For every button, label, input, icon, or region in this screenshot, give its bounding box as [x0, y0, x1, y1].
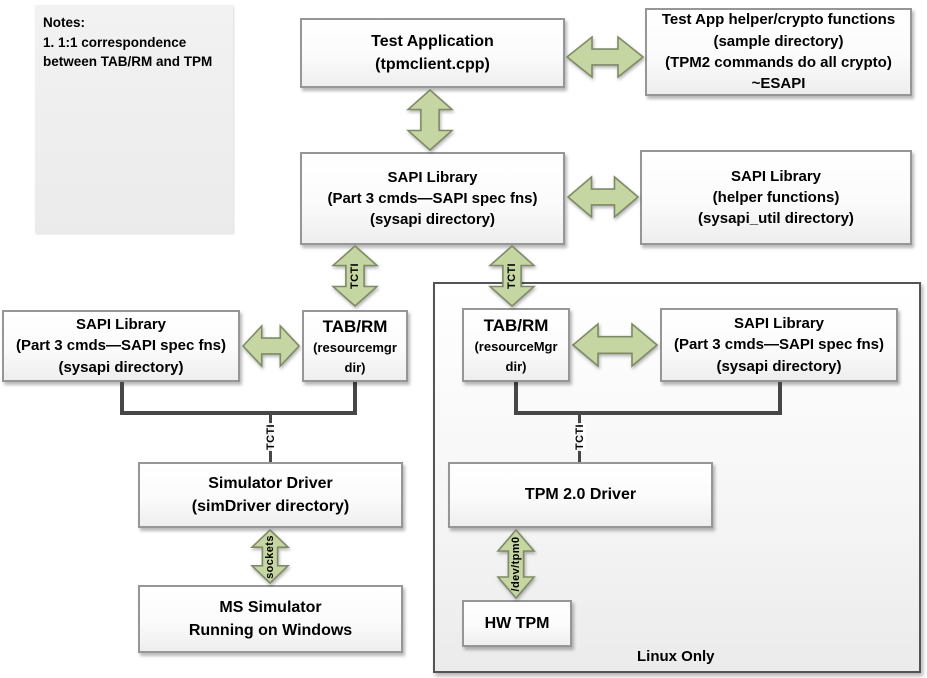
box-line: (resourcemgr [313, 340, 397, 356]
box-line: Simulator Driver [208, 474, 333, 492]
notes-line-2: between TAB/RM and TPM [43, 54, 213, 70]
tcti-label-linux: TCTI [574, 422, 586, 452]
box-line: TPM 2.0 Driver [524, 486, 637, 504]
double-arrow-tcti-simulator-icon: TCTI [331, 245, 379, 307]
box-sapi-library-simulator: SAPI Library (Part 3 cmds—SAPI spec fns)… [2, 310, 240, 382]
box-tpm2-driver: TPM 2.0 Driver [448, 462, 713, 528]
box-line: Running on Windows [188, 622, 353, 639]
box-line: (sysapi_util directory) [698, 210, 854, 228]
box-line: (sysapi directory) [369, 211, 496, 229]
tcti-arrow-label: TCTI [506, 262, 518, 290]
double-arrow-sockets-icon: sockets [250, 529, 290, 584]
sockets-arrow-label: sockets [264, 534, 276, 579]
box-sapi-library-linux: SAPI Library (Part 3 cmds—SAPI spec fns)… [660, 308, 898, 382]
box-line: SAPI Library [730, 167, 822, 185]
double-arrow-sapi-tabrm-simulator-icon [242, 324, 300, 368]
box-line: (TPM2 commands do all crypto) [665, 54, 892, 71]
linux-only-label: Linux Only [637, 648, 715, 665]
box-line: (helper functions) [712, 188, 840, 206]
box-line: (sysapi directory) [716, 357, 842, 375]
box-line: (simDriver directory) [191, 498, 350, 515]
box-line: dir) [505, 358, 527, 374]
box-line: (sysapi directory) [58, 358, 184, 376]
box-line: dir) [344, 359, 366, 375]
notes-heading: Notes: [43, 15, 86, 30]
box-test-app-helper: Test App helper/crypto functions (sample… [645, 8, 912, 96]
box-line: SAPI Library [387, 168, 478, 186]
double-arrow-sapi-helper-icon [567, 175, 639, 219]
box-line: TAB/RM [322, 316, 388, 336]
box-line: (Part 3 cmds—SAPI spec fns) [15, 337, 227, 355]
notes-line-1: 1. 1:1 correspondence [43, 34, 187, 50]
box-line: SAPI Library [733, 315, 825, 333]
tcti-label-simulator: TCTI [265, 422, 277, 452]
box-line: (sample directory) [713, 32, 844, 50]
connector-line [778, 382, 782, 415]
box-hw-tpm: HW TPM [462, 600, 572, 647]
box-sapi-library-helper: SAPI Library (helper functions) (sysapi_… [640, 150, 912, 245]
box-test-application: Test Application (tpmclient.cpp) [300, 18, 565, 88]
double-arrow-testapp-helper-icon [566, 35, 644, 79]
connector-line [514, 411, 782, 415]
box-line: TAB/RM [483, 315, 549, 335]
double-arrow-testapp-sapi-icon [406, 89, 454, 151]
connector-line [514, 382, 518, 415]
double-arrow-tcti-linux-icon: TCTI [488, 245, 536, 307]
double-arrow-tabrm-sapi-linux-icon [572, 322, 658, 368]
box-line: ~ESAPI [751, 75, 806, 93]
connector-line [120, 411, 357, 415]
notes-panel: Notes: 1. 1:1 correspondence between TAB… [35, 5, 233, 233]
box-simulator-driver: Simulator Driver (simDriver directory) [138, 462, 403, 528]
devtpm0-arrow-label: /dev/tpm0 [510, 536, 522, 592]
box-line: Test App helper/crypto functions [661, 11, 896, 29]
tcti-arrow-label: TCTI [349, 262, 361, 290]
connector-line [353, 382, 357, 415]
double-arrow-devtpm0-icon: /dev/tpm0 [496, 529, 536, 599]
box-line: (tpmclient.cpp) [375, 56, 490, 73]
box-line: (resourceMgr [474, 339, 558, 355]
connector-line [120, 382, 124, 415]
box-tabrm-simulator: TAB/RM (resourcemgr dir) [302, 310, 408, 382]
box-line: MS Simulator [219, 598, 322, 616]
box-ms-simulator: MS Simulator Running on Windows [138, 585, 403, 653]
box-line: Test Application [371, 32, 494, 50]
box-line: (Part 3 cmds—SAPI spec fns) [673, 336, 885, 354]
box-line: SAPI Library [75, 316, 167, 334]
box-sapi-library-main: SAPI Library (Part 3 cmds—SAPI spec fns)… [300, 152, 565, 245]
box-tabrm-linux: TAB/RM (resourceMgr dir) [462, 308, 570, 382]
box-line: HW TPM [484, 614, 550, 632]
box-line: (Part 3 cmds—SAPI spec fns) [327, 189, 538, 207]
